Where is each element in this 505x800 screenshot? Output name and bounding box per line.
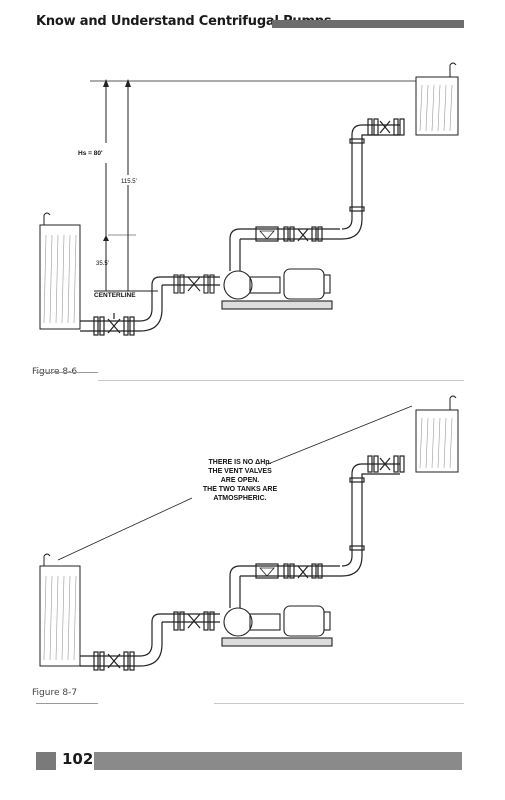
suction-tank bbox=[39, 212, 81, 330]
footer-bar bbox=[94, 752, 462, 770]
low-height-label: 35.5' bbox=[96, 261, 109, 267]
note-line: THERE IS NO ΔHp. bbox=[209, 459, 272, 466]
hs-label: Hs = 80' bbox=[78, 150, 103, 157]
figure-caption: Figure 8-7 bbox=[32, 688, 78, 698]
page-footer: 102 bbox=[36, 748, 462, 774]
running-head-title: Know and Understand Centrifugal Pumps bbox=[36, 14, 332, 29]
note-line: THE VENT VALVES bbox=[208, 468, 272, 475]
piping-diagram-8-6: Hs = 80' 115.5' 35.5' CENTERLINE bbox=[39, 62, 459, 336]
arrow-up bbox=[103, 79, 109, 87]
note-line: ATMOSPHERIC. bbox=[213, 495, 266, 502]
note-line: THE TWO TANKS ARE bbox=[203, 486, 278, 493]
discharge-tank bbox=[415, 395, 459, 473]
discharge-piping bbox=[229, 455, 405, 608]
caption-rule bbox=[36, 703, 98, 704]
header-bar bbox=[272, 20, 464, 28]
suction-tank bbox=[39, 553, 81, 667]
page-header: Know and Understand Centrifugal Pumps bbox=[36, 12, 464, 34]
discharge-tank bbox=[415, 62, 459, 136]
suction-piping bbox=[80, 611, 220, 671]
page-number: 102 bbox=[62, 750, 94, 768]
page-marker bbox=[36, 752, 56, 770]
pump-motor bbox=[221, 605, 333, 647]
pointer-to-tank bbox=[57, 497, 193, 561]
note-line: ARE OPEN. bbox=[221, 477, 260, 484]
piping-diagram-8-7: THERE IS NO ΔHp. THE VENT VALVES ARE OPE… bbox=[39, 395, 459, 671]
caption-rule bbox=[98, 380, 464, 381]
note-block: THERE IS NO ΔHp. THE VENT VALVES ARE OPE… bbox=[203, 459, 278, 502]
pointer-to-tank bbox=[267, 405, 413, 465]
figure-8-6: Hs = 80' 115.5' 35.5' CENTERLINE bbox=[28, 55, 468, 377]
caption-rule bbox=[214, 703, 464, 704]
discharge-piping bbox=[229, 118, 405, 271]
figure-8-7: THERE IS NO ΔHp. THE VENT VALVES ARE OPE… bbox=[28, 390, 468, 710]
total-height-label: 115.5' bbox=[121, 179, 137, 185]
centerline-label: CENTERLINE bbox=[94, 292, 136, 299]
suction-piping bbox=[80, 276, 220, 336]
pump-motor bbox=[221, 268, 333, 310]
caption-rule bbox=[36, 372, 98, 373]
